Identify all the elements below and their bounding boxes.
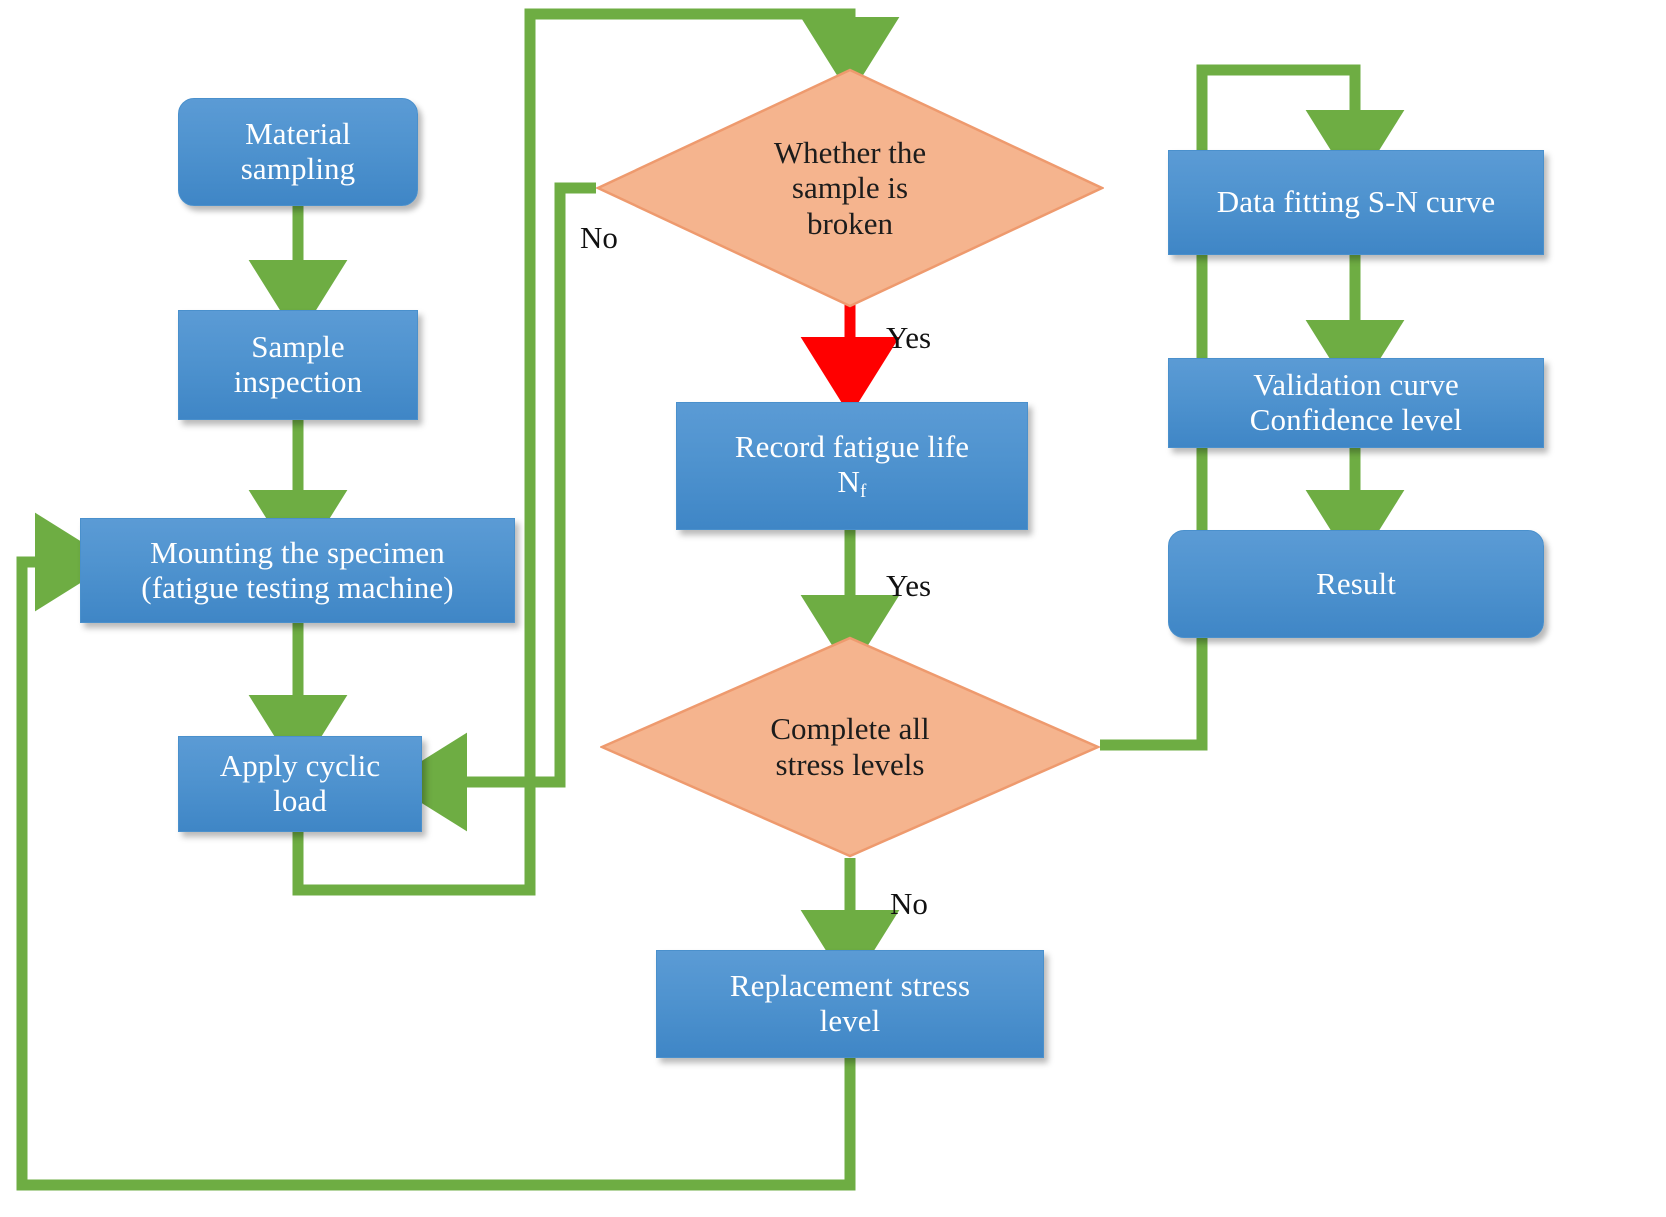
node-sample-inspection[interactable]: Sample inspection <box>178 310 418 420</box>
edge-label-record-yes: Yes <box>886 568 932 603</box>
node-validation-curve[interactable]: Validation curve Confidence level <box>1168 358 1544 448</box>
node-label-line2: level <box>819 1003 881 1038</box>
node-label-line2: sampling <box>240 151 356 186</box>
node-complete-all-stress-levels[interactable]: Complete all stress levels <box>600 636 1100 858</box>
node-label-line1: Validation curve <box>1253 367 1459 403</box>
decision-diamond-shape <box>600 636 1100 858</box>
edge-label-broken-no: No <box>580 220 618 255</box>
node-result[interactable]: Result <box>1168 530 1544 638</box>
nf-subscript: f <box>859 480 867 502</box>
node-label-line1: Replacement stress <box>729 968 971 1004</box>
edge-label-broken-yes: Yes <box>886 320 932 355</box>
node-label-line1: Material <box>245 116 351 152</box>
node-label-line1: Record fatigue life <box>734 428 970 464</box>
node-whether-sample-broken[interactable]: Whether the sample is broken <box>596 68 1104 308</box>
node-label: Data fitting S-N curve <box>1216 184 1496 220</box>
edge-decision-no-to-apply <box>388 182 596 832</box>
node-label-line1: Mounting the specimen <box>150 534 445 570</box>
node-mounting-specimen[interactable]: Mounting the specimen (fatigue testing m… <box>80 518 515 623</box>
edge-label-complete-no: No <box>890 886 928 921</box>
node-label-line2: inspection <box>233 364 363 399</box>
node-label-line1: Sample <box>251 329 345 365</box>
node-data-fitting-sn-curve[interactable]: Data fitting S-N curve <box>1168 150 1544 255</box>
node-label-line2: (fatigue testing machine) <box>141 569 454 605</box>
node-material-sampling[interactable]: Material sampling <box>178 98 418 206</box>
node-label-line2: Nf <box>837 463 867 502</box>
node-label-line2: load <box>273 783 327 818</box>
decision-diamond-shape <box>596 68 1104 308</box>
node-label: Result <box>1316 565 1396 601</box>
node-record-fatigue-life[interactable]: Record fatigue life Nf <box>676 402 1028 530</box>
node-label-line1: Apply cyclic <box>219 748 381 784</box>
node-label-line2: Confidence level <box>1249 402 1463 437</box>
node-replacement-stress-level[interactable]: Replacement stress level <box>656 950 1044 1058</box>
nf-base: N <box>837 463 860 499</box>
node-apply-cyclic-load[interactable]: Apply cyclic load <box>178 736 422 832</box>
